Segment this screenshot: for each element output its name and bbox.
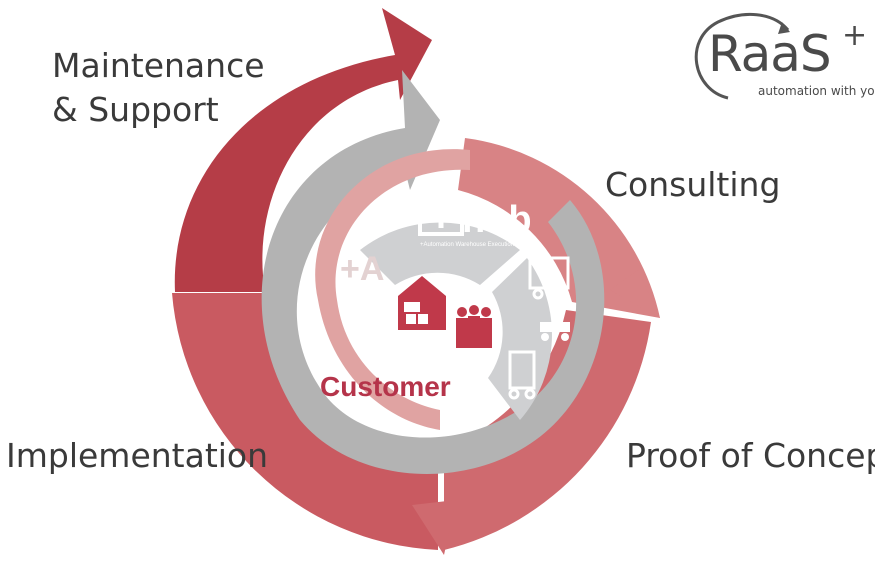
people-icon: [456, 305, 492, 348]
customer-label: Customer: [320, 371, 451, 402]
maintenance-line2: & Support: [52, 90, 219, 129]
inner-pale-arc: [315, 149, 470, 430]
gray-ring: [261, 70, 605, 474]
truck-icon: [528, 256, 570, 300]
implementation-label: Implementation: [6, 436, 269, 475]
maintenance-label: Maintenance & Support: [52, 44, 265, 132]
hub-logo-plus: [427, 200, 455, 228]
proof-arrow-head: [412, 500, 456, 555]
plus-a-logo: +A: [340, 250, 384, 288]
cart-icon: [508, 350, 536, 400]
maintenance-arc: [174, 8, 432, 292]
hub-segment: [360, 222, 520, 285]
hub-subtitle: +Automation Warehouse Execution System: [420, 242, 536, 248]
proof-of-concept-label: Proof of Concept: [626, 436, 875, 475]
brand-name: RaaS: [708, 25, 832, 83]
swoosh-icon: [694, 12, 790, 100]
brand-logo: RaaS + automation with you: [688, 10, 875, 105]
brand-plus: +: [842, 18, 868, 53]
warehouse-icon: [398, 276, 446, 330]
maintenance-line1: Maintenance: [52, 46, 265, 85]
hub-logo-text: hub: [462, 199, 532, 241]
consulting-label: Consulting: [605, 165, 781, 204]
forklift-icon: [540, 322, 570, 341]
hub-logo-box: [418, 192, 464, 236]
consulting-arrow-head: [610, 270, 660, 318]
brand-tagline: automation with you: [758, 84, 875, 98]
